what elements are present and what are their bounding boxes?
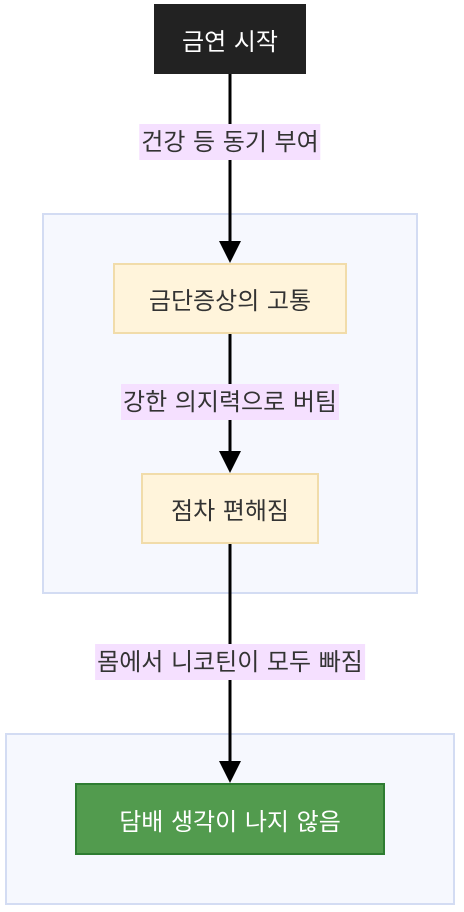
node-start-quitting: 금연 시작 [154,4,306,74]
edge-label-motivation: 건강 등 동기 부여 [139,124,321,160]
node-start-label: 금연 시작 [182,27,278,56]
node-pain-label: 금단증상의 고통 [148,287,312,315]
node-no-craving: 담배 생각이 나지 않음 [75,783,385,855]
edge-label-willpower: 강한 의지력으로 버팀 [121,384,339,420]
node-end-label: 담배 생각이 나지 않음 [119,807,341,836]
node-easier-label: 점차 편해짐 [170,497,290,525]
node-gradually-easier: 점차 편해짐 [141,473,319,544]
node-withdrawal-pain: 금단증상의 고통 [113,263,347,334]
edge-label-nicotine-gone: 몸에서 니코틴이 모두 빠짐 [95,644,365,680]
